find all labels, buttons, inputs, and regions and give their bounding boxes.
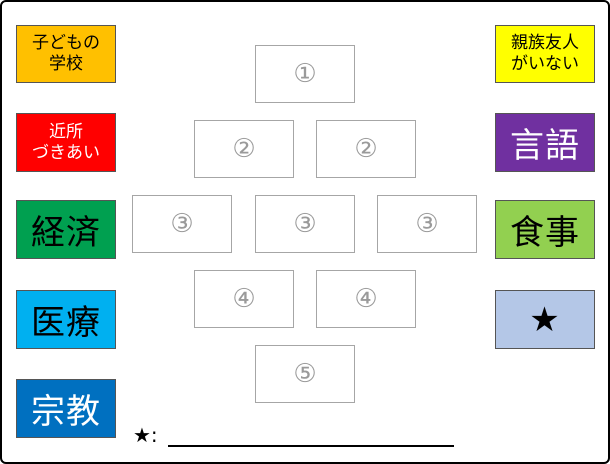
rank-slot-4-left[interactable]: ④: [194, 270, 294, 328]
star-icon: ★: [529, 299, 561, 340]
rank-slot-1-label: ①: [293, 59, 317, 89]
star-note-line[interactable]: [168, 445, 454, 447]
card-neighborhood-line2: づきあい: [32, 142, 100, 163]
card-food-label: 食事: [510, 213, 580, 253]
star-note-label: ★:: [133, 423, 158, 447]
card-food[interactable]: 食事: [495, 200, 595, 259]
rank-slot-5[interactable]: ⑤: [255, 345, 355, 403]
rank-slot-2-right-label: ②: [354, 134, 378, 164]
card-childrens-school-line1: 子どもの: [32, 33, 100, 53]
card-no-relatives-line2: がいない: [511, 54, 579, 74]
rank-slot-3-center[interactable]: ③: [255, 195, 355, 253]
card-star[interactable]: ★: [495, 290, 595, 349]
card-medical[interactable]: 医療: [16, 290, 116, 349]
card-no-relatives-friends[interactable]: 親族友人 がいない: [495, 25, 595, 83]
rank-slot-4-right-label: ④: [354, 284, 378, 314]
rank-slot-2-left[interactable]: ②: [194, 120, 294, 178]
card-economy-label: 経済: [31, 213, 101, 253]
card-medical-label: 医療: [31, 303, 101, 343]
card-neighborhood-line1: 近所: [49, 121, 83, 142]
rank-slot-2-right[interactable]: ②: [316, 120, 416, 178]
rank-slot-4-left-label: ④: [232, 284, 256, 314]
rank-slot-3-right[interactable]: ③: [377, 195, 477, 253]
rank-slot-2-left-label: ②: [232, 134, 256, 164]
card-language[interactable]: 言語: [495, 113, 595, 172]
card-religion[interactable]: 宗教: [16, 379, 116, 438]
rank-slot-3-right-label: ③: [415, 209, 439, 239]
card-language-label: 言語: [510, 126, 580, 166]
rank-slot-4-right[interactable]: ④: [316, 270, 416, 328]
card-childrens-school-line2: 学校: [49, 54, 83, 74]
rank-slot-3-center-label: ③: [293, 209, 317, 239]
rank-slot-3-left[interactable]: ③: [132, 195, 232, 253]
rank-slot-1[interactable]: ①: [255, 45, 355, 103]
card-religion-label: 宗教: [31, 392, 101, 432]
card-childrens-school[interactable]: 子どもの 学校: [16, 25, 116, 83]
rank-slot-5-label: ⑤: [293, 359, 317, 389]
card-no-relatives-line1: 親族友人: [511, 33, 579, 53]
card-neighborhood[interactable]: 近所 づきあい: [16, 113, 116, 172]
rank-slot-3-left-label: ③: [170, 209, 194, 239]
card-economy[interactable]: 経済: [16, 200, 116, 259]
